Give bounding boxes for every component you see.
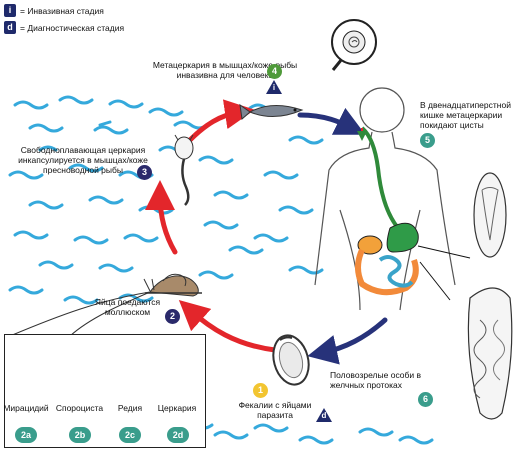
inset-badge-2d: 2d (167, 427, 189, 443)
inset-label-cercaria: Церкария (157, 403, 197, 413)
adult-fluke (467, 287, 513, 420)
inset-connectors (9, 291, 151, 337)
inset-label-redia: Редия (117, 403, 143, 413)
stage-3-label: Свободноплавающая церкария инкапсулирует… (18, 145, 148, 175)
stage-1-diagnostic-marker: d (316, 408, 332, 422)
stage-5-badge: 5 (420, 133, 435, 148)
egg-illustration (272, 334, 310, 386)
stage-6-badge: 6 (418, 392, 433, 407)
snail-illustration (143, 273, 202, 297)
stage-2-badge: 2 (165, 309, 180, 324)
inset-badge-2c: 2c (119, 427, 141, 443)
stage-6-label: Половозрелые особи в желчных протоках (330, 370, 422, 390)
inset-label-miracidium: Мирацидий (3, 403, 49, 413)
inset-badge-2b: 2b (69, 427, 91, 443)
stage-1-label: Фекалии с яйцами паразита (238, 400, 312, 420)
metacercaria-magnifier (331, 19, 377, 71)
arrows-red (145, 99, 278, 353)
stage-3-badge: 3 (137, 165, 152, 180)
excysted-metacercaria (473, 172, 507, 258)
cercaria-illustration (174, 134, 194, 206)
inset-label-sporocyst: Спороциста (55, 403, 104, 413)
stage-4-infective-marker: i (266, 80, 282, 94)
fish-illustration (239, 103, 304, 120)
stage-4-badge: 4 (267, 64, 282, 79)
legend-infective-label: = Инвазивная стадия (20, 6, 104, 16)
legend-infective-key: i (4, 4, 16, 17)
stage-2-label: Яйца поедаются моллюском (94, 297, 161, 317)
inset-badge-2a: 2a (15, 427, 37, 443)
stage-5-label: В двенадцатиперстной кишке метацеркарии … (420, 100, 511, 130)
stage-4-label: Метацеркария в мышцах/коже рыбы инвазивн… (152, 60, 298, 80)
digestive-tract (355, 126, 419, 296)
water-waves (8, 95, 434, 445)
leader-lines (417, 245, 471, 301)
stage-1-badge: 1 (253, 383, 268, 398)
legend-diagnostic-label: = Диагностическая стадия (20, 23, 125, 33)
legend-diagnostic-key: d (4, 21, 16, 34)
arrows-navy (297, 107, 388, 365)
